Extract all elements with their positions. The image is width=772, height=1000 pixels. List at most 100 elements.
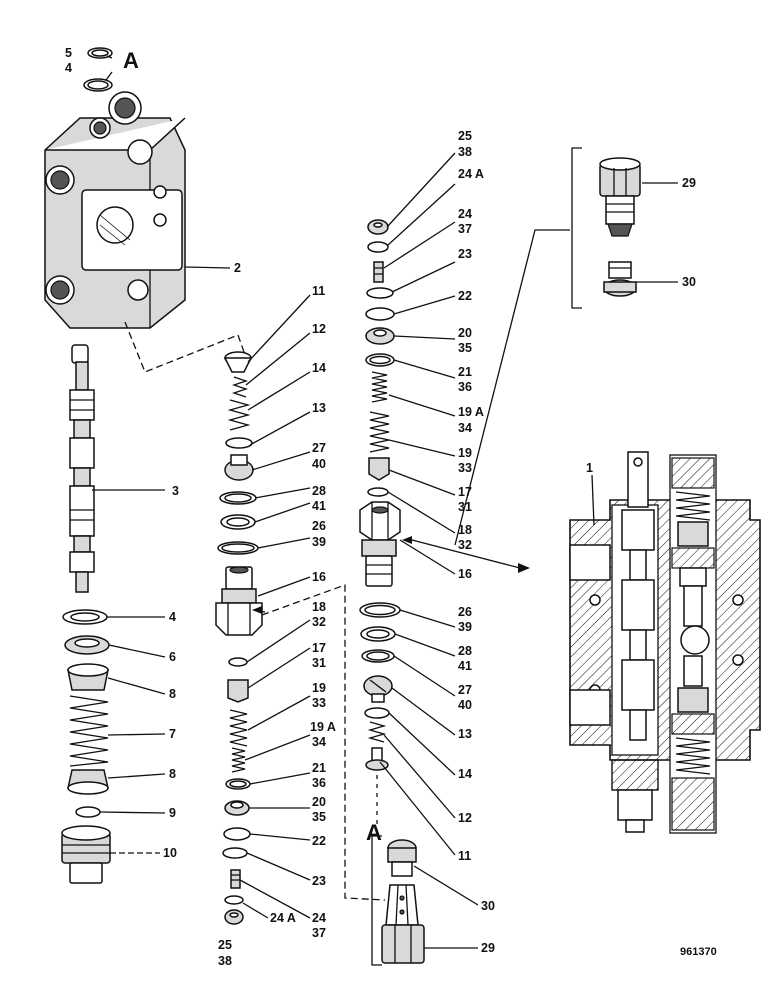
callout-11: 11 xyxy=(312,284,325,298)
part-ring-18 xyxy=(228,657,248,667)
callout-37: 37 xyxy=(312,926,326,940)
callout-8: 8 xyxy=(169,767,176,781)
part-cap-nut-25 xyxy=(224,909,244,925)
part-poppet-11 xyxy=(223,351,253,373)
callout-18: 18 xyxy=(458,523,472,537)
part-circlip-9 xyxy=(75,806,101,818)
callout-6: 6 xyxy=(169,650,176,664)
part-ring-28-r xyxy=(360,626,396,642)
part-circlip-23-r xyxy=(366,287,394,299)
callout-34: 34 xyxy=(458,421,472,435)
callout-3: 3 xyxy=(172,484,179,498)
callout-5: 5 xyxy=(65,46,72,60)
callout-12: 12 xyxy=(312,322,326,336)
part-spring-cap-8-lower xyxy=(67,769,109,795)
callout-16: 16 xyxy=(312,570,326,584)
part-spring-19-r xyxy=(369,411,390,453)
part-washer-4 xyxy=(62,609,108,625)
part-spring-7 xyxy=(69,695,109,767)
callout-41: 41 xyxy=(312,499,326,513)
part-cartridge-16 xyxy=(215,566,263,636)
part-washer-22-r xyxy=(365,307,395,321)
part-screw-24 xyxy=(230,869,241,889)
part-circlip-23 xyxy=(222,847,248,859)
callout-27: 27 xyxy=(312,441,326,455)
callout-20: 20 xyxy=(312,795,326,809)
callout-29: 29 xyxy=(481,941,495,955)
callout-36: 36 xyxy=(458,380,472,394)
callout-30: 30 xyxy=(682,275,696,289)
callout-24: 24 xyxy=(458,207,472,221)
callout-13: 13 xyxy=(312,401,326,415)
part-ring-14-seat xyxy=(225,437,253,449)
callout-17: 17 xyxy=(312,641,326,655)
callout-2: 2 xyxy=(234,261,241,275)
callout-39: 39 xyxy=(312,535,326,549)
callout-19: 19 xyxy=(458,446,472,460)
callout-4: 4 xyxy=(65,61,72,75)
valve-body-section xyxy=(44,91,186,329)
part-o-ring-4-top xyxy=(83,78,113,92)
part-poppet-17 xyxy=(227,679,249,703)
part-ring-14-r xyxy=(364,707,390,719)
callout-14: 14 xyxy=(312,361,326,375)
callout-28: 28 xyxy=(312,484,326,498)
callout-35: 35 xyxy=(312,810,326,824)
callout-8: 8 xyxy=(169,687,176,701)
part-poppet-11-r xyxy=(365,747,389,771)
callout-32: 32 xyxy=(312,615,326,629)
part-nut-24a-r xyxy=(367,241,389,253)
callout-37: 37 xyxy=(458,222,472,236)
part-plug-30-top xyxy=(603,261,637,297)
callout-31: 31 xyxy=(312,656,326,670)
part-ring-18-r xyxy=(367,487,389,497)
callout-20: 20 xyxy=(458,326,472,340)
callout-30: 30 xyxy=(481,899,495,913)
part-ring-27-r xyxy=(361,649,395,663)
part-plug-30-bottom xyxy=(387,839,417,877)
part-collar-6 xyxy=(64,635,110,655)
part-ring-21-r xyxy=(365,353,395,367)
part-cartridge-16-r xyxy=(359,501,401,587)
part-ring-26 xyxy=(217,541,259,555)
callout-24a: 24 A xyxy=(458,167,484,181)
callout-16: 16 xyxy=(458,567,472,581)
part-ring-21 xyxy=(225,778,251,790)
callout-40: 40 xyxy=(458,698,472,712)
callout-25: 25 xyxy=(458,129,472,143)
callout-38: 38 xyxy=(458,145,472,159)
part-ring-27 xyxy=(219,491,257,505)
part-relief-valve-29-top xyxy=(599,157,641,237)
callout-22: 22 xyxy=(458,289,472,303)
callout-14: 14 xyxy=(458,767,472,781)
section-mark-a-bottom: A xyxy=(366,820,382,845)
callout-18: 18 xyxy=(312,600,326,614)
part-spring-14 xyxy=(227,399,251,431)
callout-29: 29 xyxy=(682,176,696,190)
callout-24: 24 xyxy=(312,911,326,925)
callout-36: 36 xyxy=(312,776,326,790)
part-spool-3 xyxy=(69,344,95,593)
callout-31: 31 xyxy=(458,500,472,514)
part-seat-20 xyxy=(224,800,250,816)
sectional-view-valve-1 xyxy=(569,451,761,834)
part-cap-nut-25-r xyxy=(367,219,389,235)
part-seat-20-r xyxy=(365,327,395,345)
part-ring-28 xyxy=(220,514,256,530)
callout-26: 26 xyxy=(458,605,472,619)
callout-28: 28 xyxy=(458,644,472,658)
callout-41: 41 xyxy=(458,659,472,673)
part-relief-valve-29-bottom xyxy=(381,884,425,964)
callout-34: 34 xyxy=(312,735,326,749)
callout-1: 1 xyxy=(586,461,593,475)
callout-11: 11 xyxy=(458,849,471,863)
part-screw-24-r xyxy=(373,261,384,283)
part-spring-14-r xyxy=(367,721,387,743)
callout-10: 10 xyxy=(163,846,177,860)
callout-40: 40 xyxy=(312,457,326,471)
callout-38: 38 xyxy=(218,954,232,968)
part-o-ring-5 xyxy=(87,47,113,59)
callout-19a: 19 A xyxy=(310,720,336,734)
callout-13: 13 xyxy=(458,727,472,741)
